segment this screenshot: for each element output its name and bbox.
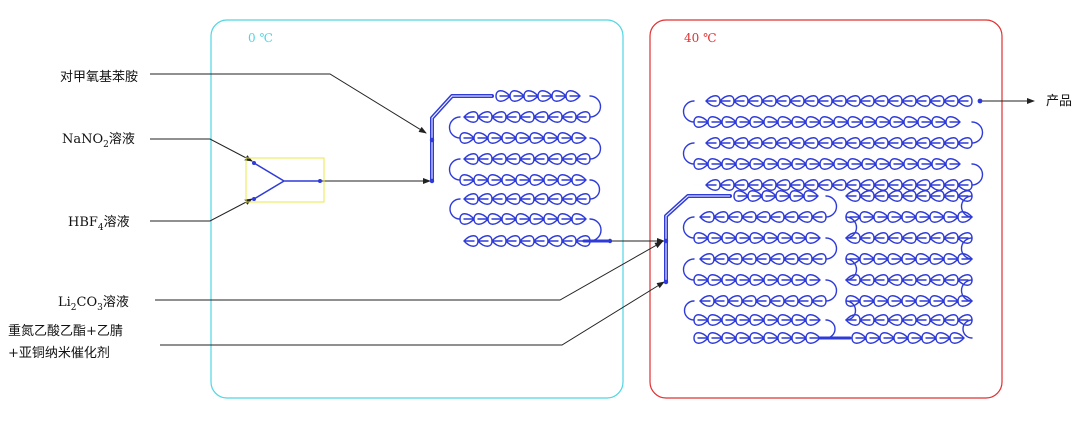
wire-li2co3 — [155, 241, 663, 301]
hot-zone-box — [649, 19, 1003, 399]
reactor-1-node-inlet — [429, 137, 435, 143]
wire-diazo — [160, 281, 665, 346]
reactor-2-mixing-row — [699, 211, 827, 223]
mixer-node-bottom — [252, 197, 256, 201]
reactor-1-u-turn — [449, 198, 461, 220]
wire-nano2 — [150, 138, 253, 162]
reactor-1-u-turn — [589, 137, 602, 160]
reactor-2-u-turn — [960, 195, 973, 218]
reactor-1-u-turn — [448, 158, 461, 181]
reactor-2-mixing-row — [845, 253, 973, 265]
reactor-2-mixing-row — [693, 274, 821, 286]
feed-wires — [150, 73, 1035, 346]
reactor-1-node-feed — [429, 178, 435, 184]
input-label-hbf4: HBF4溶液 — [68, 215, 130, 233]
reactor-2-mixing-row — [845, 190, 973, 202]
reactor-2-u-turn — [825, 319, 836, 339]
reactor-1-u-turn — [589, 95, 602, 118]
input-label-diazo-line1: 重氮乙酸乙酯+乙腈 — [8, 323, 123, 339]
y-mixer — [245, 157, 325, 203]
reactor-2-mixing-row — [845, 232, 973, 244]
reactor-2-u-turn — [683, 300, 695, 321]
reactor-2-mixing-row — [699, 295, 827, 307]
reactor-1 — [429, 90, 613, 247]
reactor-2-serpentine — [682, 95, 984, 344]
reactor-2-u-turn — [825, 279, 838, 302]
reactor-2-mixing-row — [693, 314, 821, 326]
reactor-1-u-turn — [589, 179, 601, 200]
reactor-2-mixing-row — [845, 211, 973, 223]
mixer-channel — [253, 162, 321, 200]
reactor-2-mixing-row — [845, 274, 973, 286]
reactor-2-mixing-row — [693, 158, 961, 170]
reactor-2-node-feed-b — [663, 279, 669, 285]
reactor-1-node-outlet — [607, 238, 613, 244]
reactor-2-u-turn — [825, 237, 838, 260]
reactor-2-u-turn — [682, 142, 695, 165]
reactor-1-mixing-row — [459, 132, 587, 144]
reactor-1-mixing-row — [463, 235, 591, 247]
reactor-1-mixing-row — [495, 90, 581, 102]
reactor-2-mixing-row — [693, 232, 821, 244]
reactor-2-u-turn — [960, 279, 973, 302]
reactor-2-mixing-row — [851, 332, 965, 344]
mixer-box — [245, 157, 325, 203]
reactor-2-u-turn — [682, 100, 695, 123]
wire-anisidine — [150, 73, 427, 134]
reactor-2-u-turn — [682, 216, 695, 239]
reactor-2-mixing-row — [733, 190, 819, 202]
wire-hbf4 — [150, 198, 253, 222]
reactor-2-u-turn — [960, 237, 973, 260]
output-label-product: 产品 — [1046, 94, 1072, 109]
reactor-2-mixing-row — [699, 253, 827, 265]
reactor-2-u-turn — [971, 121, 984, 144]
reactor-2-node-feed-a — [663, 238, 669, 244]
input-label-nano2: NaNO2溶液 — [62, 132, 135, 150]
reactor-2-mixing-row — [693, 116, 961, 128]
reactor-2-mixing-row — [705, 137, 973, 149]
reactor-2-node-outlet — [977, 98, 983, 104]
reactor-1-mixing-row — [463, 153, 591, 165]
reactor-1-mixing-row — [463, 111, 591, 123]
mixer-node-top — [252, 161, 256, 165]
reactor-2 — [663, 95, 984, 344]
reactor-2-mixing-row — [845, 314, 973, 326]
reactor-1-serpentine — [448, 90, 602, 247]
reactor-2-u-turn — [845, 216, 858, 239]
cold-zone-label: 0 ℃ — [248, 31, 273, 45]
reactor-2-u-turn — [682, 258, 695, 281]
reactor-2-u-turn — [845, 258, 858, 281]
reactor-1-inlet-channel-inner — [431, 95, 492, 181]
reactor-1-mixing-row — [459, 174, 587, 186]
input-label-diazo-line2: +亚铜纳米催化剂 — [8, 346, 110, 361]
reactor-2-mixing-row — [705, 95, 973, 107]
reactor-1-mixing-row — [463, 193, 591, 205]
input-label-anisidine: 对甲氧基苯胺 — [60, 70, 138, 85]
reactor-2-u-turn — [845, 300, 857, 321]
reactor-1-u-turn — [589, 218, 602, 242]
reactor-2-inlet-channel-inner — [665, 195, 730, 282]
mixer-node-out — [318, 179, 322, 183]
input-label-li2co3: Li2CO3溶液 — [58, 295, 129, 313]
reactor-2-u-turn — [962, 319, 973, 339]
reactor-1-mixing-row — [459, 213, 587, 225]
cold-zone-box — [210, 19, 624, 399]
hot-zone-label: 40 ℃ — [684, 31, 717, 45]
reactor-2-u-turn — [825, 195, 838, 218]
reactor-2-u-turn — [971, 163, 984, 186]
reactor-2-mixing-row — [693, 332, 821, 344]
reactor-1-u-turn — [448, 116, 461, 139]
reactor-2-link — [693, 184, 847, 197]
reactor-2-mixing-row — [845, 295, 973, 307]
